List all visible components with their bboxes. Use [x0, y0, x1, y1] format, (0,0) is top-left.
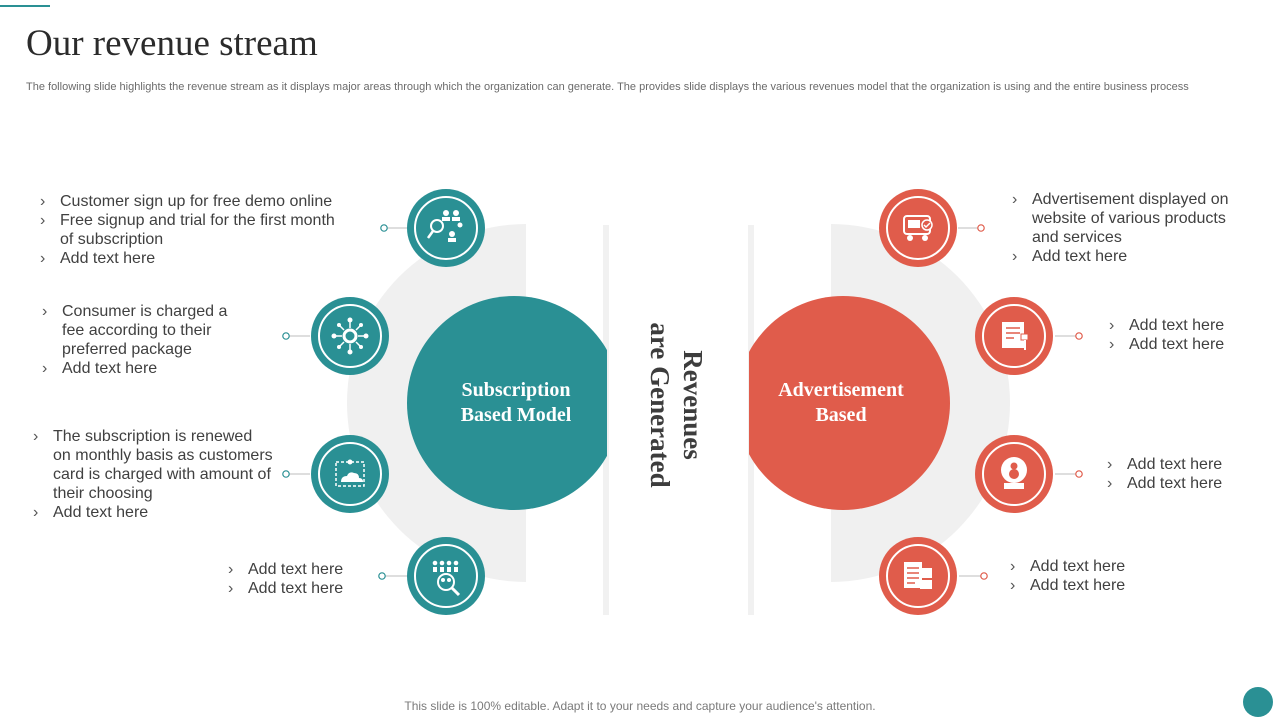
subscription-label-line2: Based Model — [460, 404, 572, 426]
connector-dot — [380, 224, 388, 232]
subscription-item-3-list: The subscription is renewed on monthly b… — [33, 427, 273, 522]
connector-dot — [1075, 470, 1083, 478]
advertisement-label-line1: Advertisement — [778, 379, 904, 401]
list-item: Add text here — [228, 560, 368, 579]
list-item: Customer sign up for free demo online — [40, 192, 350, 211]
subscription-label-line1: Subscription — [461, 379, 571, 401]
list-item: Add text here — [42, 359, 247, 378]
center-title-line2: are Generated — [645, 322, 675, 488]
advertisement-item-3-list: Add text here Add text here — [1107, 455, 1257, 493]
list-item: Add text here — [228, 579, 368, 598]
subscription-item-2-list: Consumer is charged a fee according to t… — [42, 302, 247, 378]
subscription-item-4-list: Add text here Add text here — [228, 560, 368, 598]
advertisement-label-line2: Based — [815, 404, 867, 426]
snow-globe-icon — [975, 435, 1053, 513]
connector-dot — [980, 572, 988, 580]
center-title-line1: Revenues — [678, 350, 708, 460]
people-search-network-icon — [407, 189, 485, 267]
page-title: Our revenue stream — [26, 23, 318, 64]
list-item: The subscription is renewed on monthly b… — [33, 427, 273, 503]
truck-ad-icon — [879, 189, 957, 267]
list-item: Add text here — [1010, 557, 1160, 576]
list-item: Add text here — [33, 503, 273, 522]
list-item: Add text here — [1107, 474, 1257, 493]
list-item: Add text here — [1010, 576, 1160, 595]
advertisement-main-circle — [749, 296, 950, 510]
center-vertical-title: Revenues are Generated — [643, 322, 709, 487]
subscription-main-circle — [407, 296, 607, 510]
advertisement-item-4-list: Add text here Add text here — [1010, 557, 1160, 595]
list-item: Add text here — [1109, 335, 1259, 354]
list-item: Consumer is charged a fee according to t… — [42, 302, 247, 359]
billboard-icon — [975, 297, 1053, 375]
list-item: Add text here — [1107, 455, 1257, 474]
cloud-sync-icon — [311, 435, 389, 513]
connector-dot — [1075, 332, 1083, 340]
list-item: Free signup and trial for the first mont… — [40, 211, 350, 249]
subscription-label: Subscription Based Model — [416, 378, 616, 428]
connector-dot — [977, 224, 985, 232]
corner-badge — [1243, 687, 1273, 717]
advertisement-label: Advertisement Based — [741, 378, 941, 428]
advertisement-item-2-list: Add text here Add text here — [1109, 316, 1259, 354]
connector-dot — [378, 572, 386, 580]
list-item: Add text here — [1012, 247, 1252, 266]
connector-dot — [282, 470, 290, 478]
top-accent-bar — [0, 5, 50, 7]
team-search-icon — [407, 537, 485, 615]
page-subtitle: The following slide highlights the reven… — [26, 81, 1189, 93]
shopping-list-icon — [879, 537, 957, 615]
connector-dot — [282, 332, 290, 340]
list-item: Advertisement displayed on website of va… — [1012, 190, 1252, 247]
footer-note: This slide is 100% editable. Adapt it to… — [404, 699, 876, 713]
list-item: Add text here — [40, 249, 350, 268]
gear-network-icon — [311, 297, 389, 375]
advertisement-item-1-list: Advertisement displayed on website of va… — [1012, 190, 1252, 266]
list-item: Add text here — [1109, 316, 1259, 335]
subscription-item-1-list: Customer sign up for free demo online Fr… — [40, 192, 350, 268]
